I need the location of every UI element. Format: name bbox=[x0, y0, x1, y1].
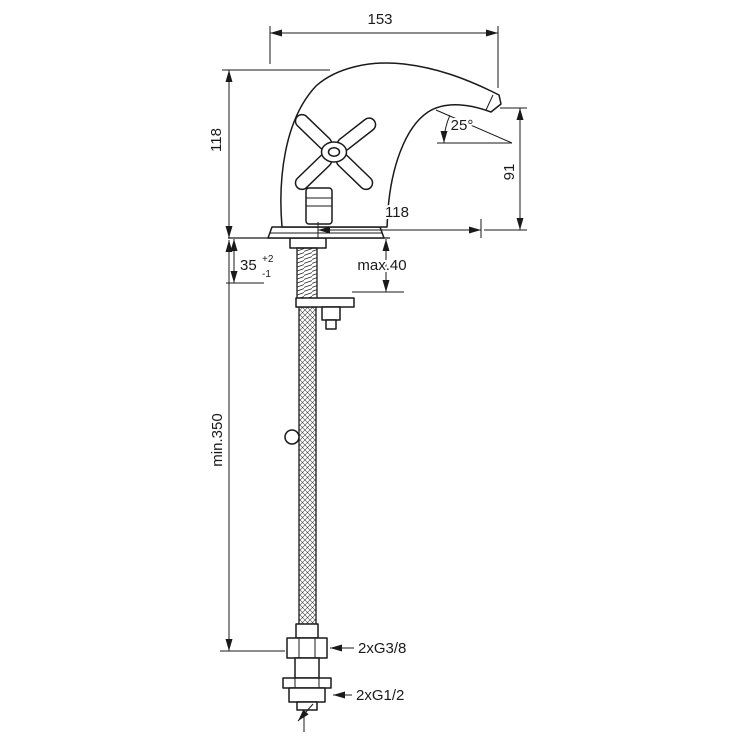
angle-arc bbox=[440, 115, 451, 144]
thread-label: 2xG1/2 bbox=[356, 687, 404, 704]
dimension-label: 25° bbox=[451, 117, 474, 134]
label-hose-thread: 2xG3/8 bbox=[330, 638, 408, 659]
hose-clip-circle bbox=[284, 429, 300, 445]
mounting-nut-stud bbox=[325, 319, 337, 330]
mounting-bracket bbox=[295, 297, 355, 308]
faucet-assembly bbox=[228, 62, 502, 732]
cross-handle bbox=[294, 113, 377, 191]
tolerance-plus-label: +2 bbox=[262, 254, 274, 265]
dim-deck-thickness: 35 +2 -1 bbox=[226, 239, 275, 284]
g38-nut-body bbox=[286, 637, 328, 659]
faucet-body bbox=[280, 62, 502, 228]
dim-deck-max: max.40 bbox=[352, 239, 409, 293]
hose-crimp bbox=[295, 623, 319, 639]
handle-hub-cap bbox=[327, 147, 341, 157]
dimension-label: 35 bbox=[240, 257, 257, 274]
g12-flange bbox=[282, 677, 332, 689]
dim-spout-angle: 25° bbox=[435, 109, 513, 144]
dimension-label: 91 bbox=[501, 164, 518, 181]
thread-label: 2xG3/8 bbox=[358, 640, 406, 657]
dimension-label: 118 bbox=[208, 128, 225, 152]
dim-body-height: 118 bbox=[206, 69, 330, 238]
dim-spout-reach: 118 bbox=[317, 202, 482, 238]
mounting-nut bbox=[321, 306, 341, 321]
dim-hose-length: min.350 bbox=[207, 240, 285, 652]
threaded-shank bbox=[296, 247, 318, 303]
label-inlet-thread: 2xG1/2 bbox=[333, 685, 406, 706]
hose-connector bbox=[294, 657, 320, 679]
mounting-washer bbox=[289, 237, 327, 249]
flex-hose bbox=[298, 306, 317, 638]
angle-reference-line bbox=[435, 109, 513, 144]
dim-overall-width: 153 bbox=[269, 9, 499, 88]
dimension-label: 153 bbox=[367, 11, 392, 28]
g38-nut bbox=[286, 637, 328, 659]
dimension-label: 118 bbox=[385, 204, 409, 221]
dim-outlet-height: 91 bbox=[484, 107, 527, 231]
dimension-label: max.40 bbox=[357, 257, 406, 274]
aerator-face-line bbox=[485, 94, 494, 111]
tolerance-minus-label: -1 bbox=[262, 269, 271, 280]
dimension-label: min.350 bbox=[209, 413, 226, 466]
g12-body bbox=[288, 687, 326, 703]
g12-tip bbox=[296, 701, 318, 711]
flow-arrow bbox=[297, 703, 314, 722]
g12-fitting bbox=[282, 677, 332, 711]
